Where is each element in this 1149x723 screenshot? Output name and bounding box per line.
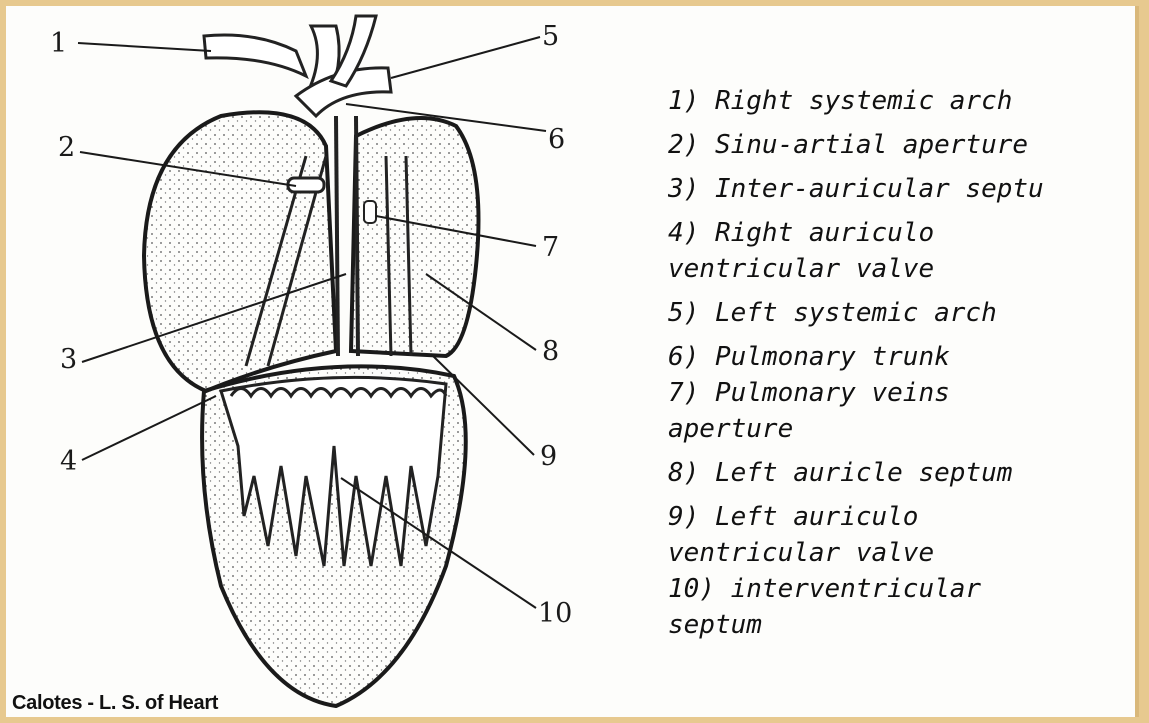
legend-item-7-cont: aperture bbox=[668, 411, 1138, 447]
pulmonary-aperture-mark bbox=[364, 201, 376, 223]
label-number-6: 6 bbox=[548, 126, 565, 153]
label-number-2: 2 bbox=[58, 134, 75, 161]
legend-item-10-cont: septum bbox=[668, 607, 1138, 643]
right-systemic-arch-vessel bbox=[204, 35, 306, 76]
legend-item-2: 2) Sinu-artial aperture bbox=[668, 127, 1138, 163]
legend-item-9-cont: ventricular valve bbox=[668, 535, 1138, 571]
legend: 1) Right systemic arch 2) Sinu-artial ap… bbox=[668, 83, 1138, 643]
left-auricle bbox=[351, 118, 479, 356]
legend-item-3: 3) Inter-auricular septu bbox=[668, 171, 1138, 207]
figure-frame: 1 2 3 4 5 6 7 8 9 10 Calotes - L. S. of … bbox=[6, 6, 1139, 717]
legend-item-4-cont: ventricular valve bbox=[668, 251, 1138, 287]
legend-item-5: 5) Left systemic arch bbox=[668, 295, 1138, 331]
label-number-10: 10 bbox=[538, 600, 572, 627]
legend-item-4: 4) Right auriculo bbox=[668, 215, 1138, 251]
label-number-3: 3 bbox=[60, 346, 77, 373]
label-number-8: 8 bbox=[542, 338, 559, 365]
legend-item-9: 9) Left auriculo bbox=[668, 499, 1138, 535]
label-number-1: 1 bbox=[50, 30, 67, 57]
label-number-9: 9 bbox=[540, 443, 557, 470]
label-number-7: 7 bbox=[542, 234, 559, 261]
label-number-5: 5 bbox=[542, 23, 559, 50]
legend-item-10: 10) interventricular bbox=[668, 571, 1138, 607]
figure-caption: Calotes - L. S. of Heart bbox=[12, 692, 218, 715]
legend-item-8: 8) Left auricle septum bbox=[668, 455, 1138, 491]
right-auricle bbox=[144, 112, 336, 391]
legend-item-6: 6) Pulmonary trunk bbox=[668, 339, 1138, 375]
label-number-4: 4 bbox=[60, 448, 77, 475]
legend-item-7: 7) Pulmonary veins bbox=[668, 375, 1138, 411]
legend-item-1: 1) Right systemic arch bbox=[668, 83, 1138, 119]
